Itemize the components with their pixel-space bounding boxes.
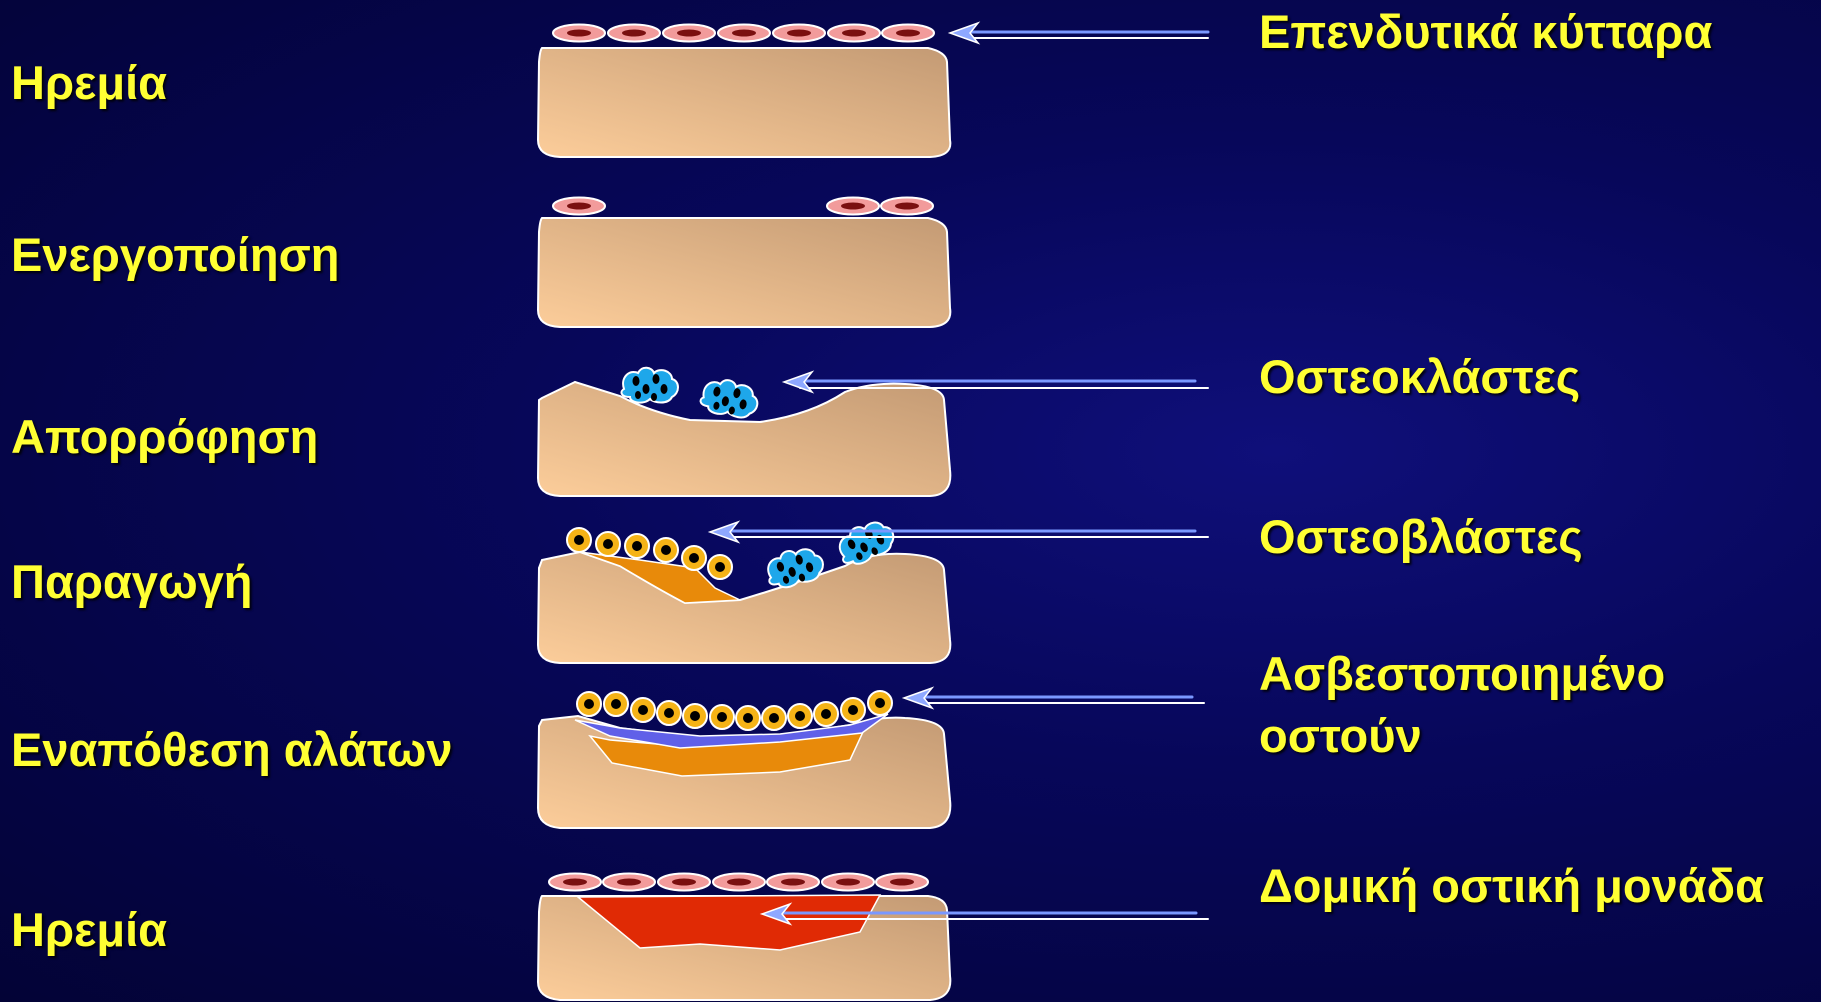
- arrow-lining-cells: [950, 23, 1208, 43]
- lining-cells-row: [549, 874, 928, 891]
- arrow-osteoblasts: [710, 522, 1208, 542]
- osteoclast-cell: [699, 376, 761, 420]
- osteoclast-cell: [622, 368, 678, 403]
- stage-resting-final-bone: [538, 874, 950, 1001]
- stage-resorption-bone: [538, 368, 950, 496]
- lining-cells-row: [553, 25, 934, 42]
- stage-resting-bone: [538, 25, 950, 158]
- osteoblast-row: [577, 691, 892, 730]
- stage-activation-bone: [538, 198, 950, 328]
- stage-mineralization-bone: [538, 691, 950, 828]
- arrow-calcified-bone: [904, 688, 1204, 708]
- arrow-osteoclasts: [784, 372, 1208, 392]
